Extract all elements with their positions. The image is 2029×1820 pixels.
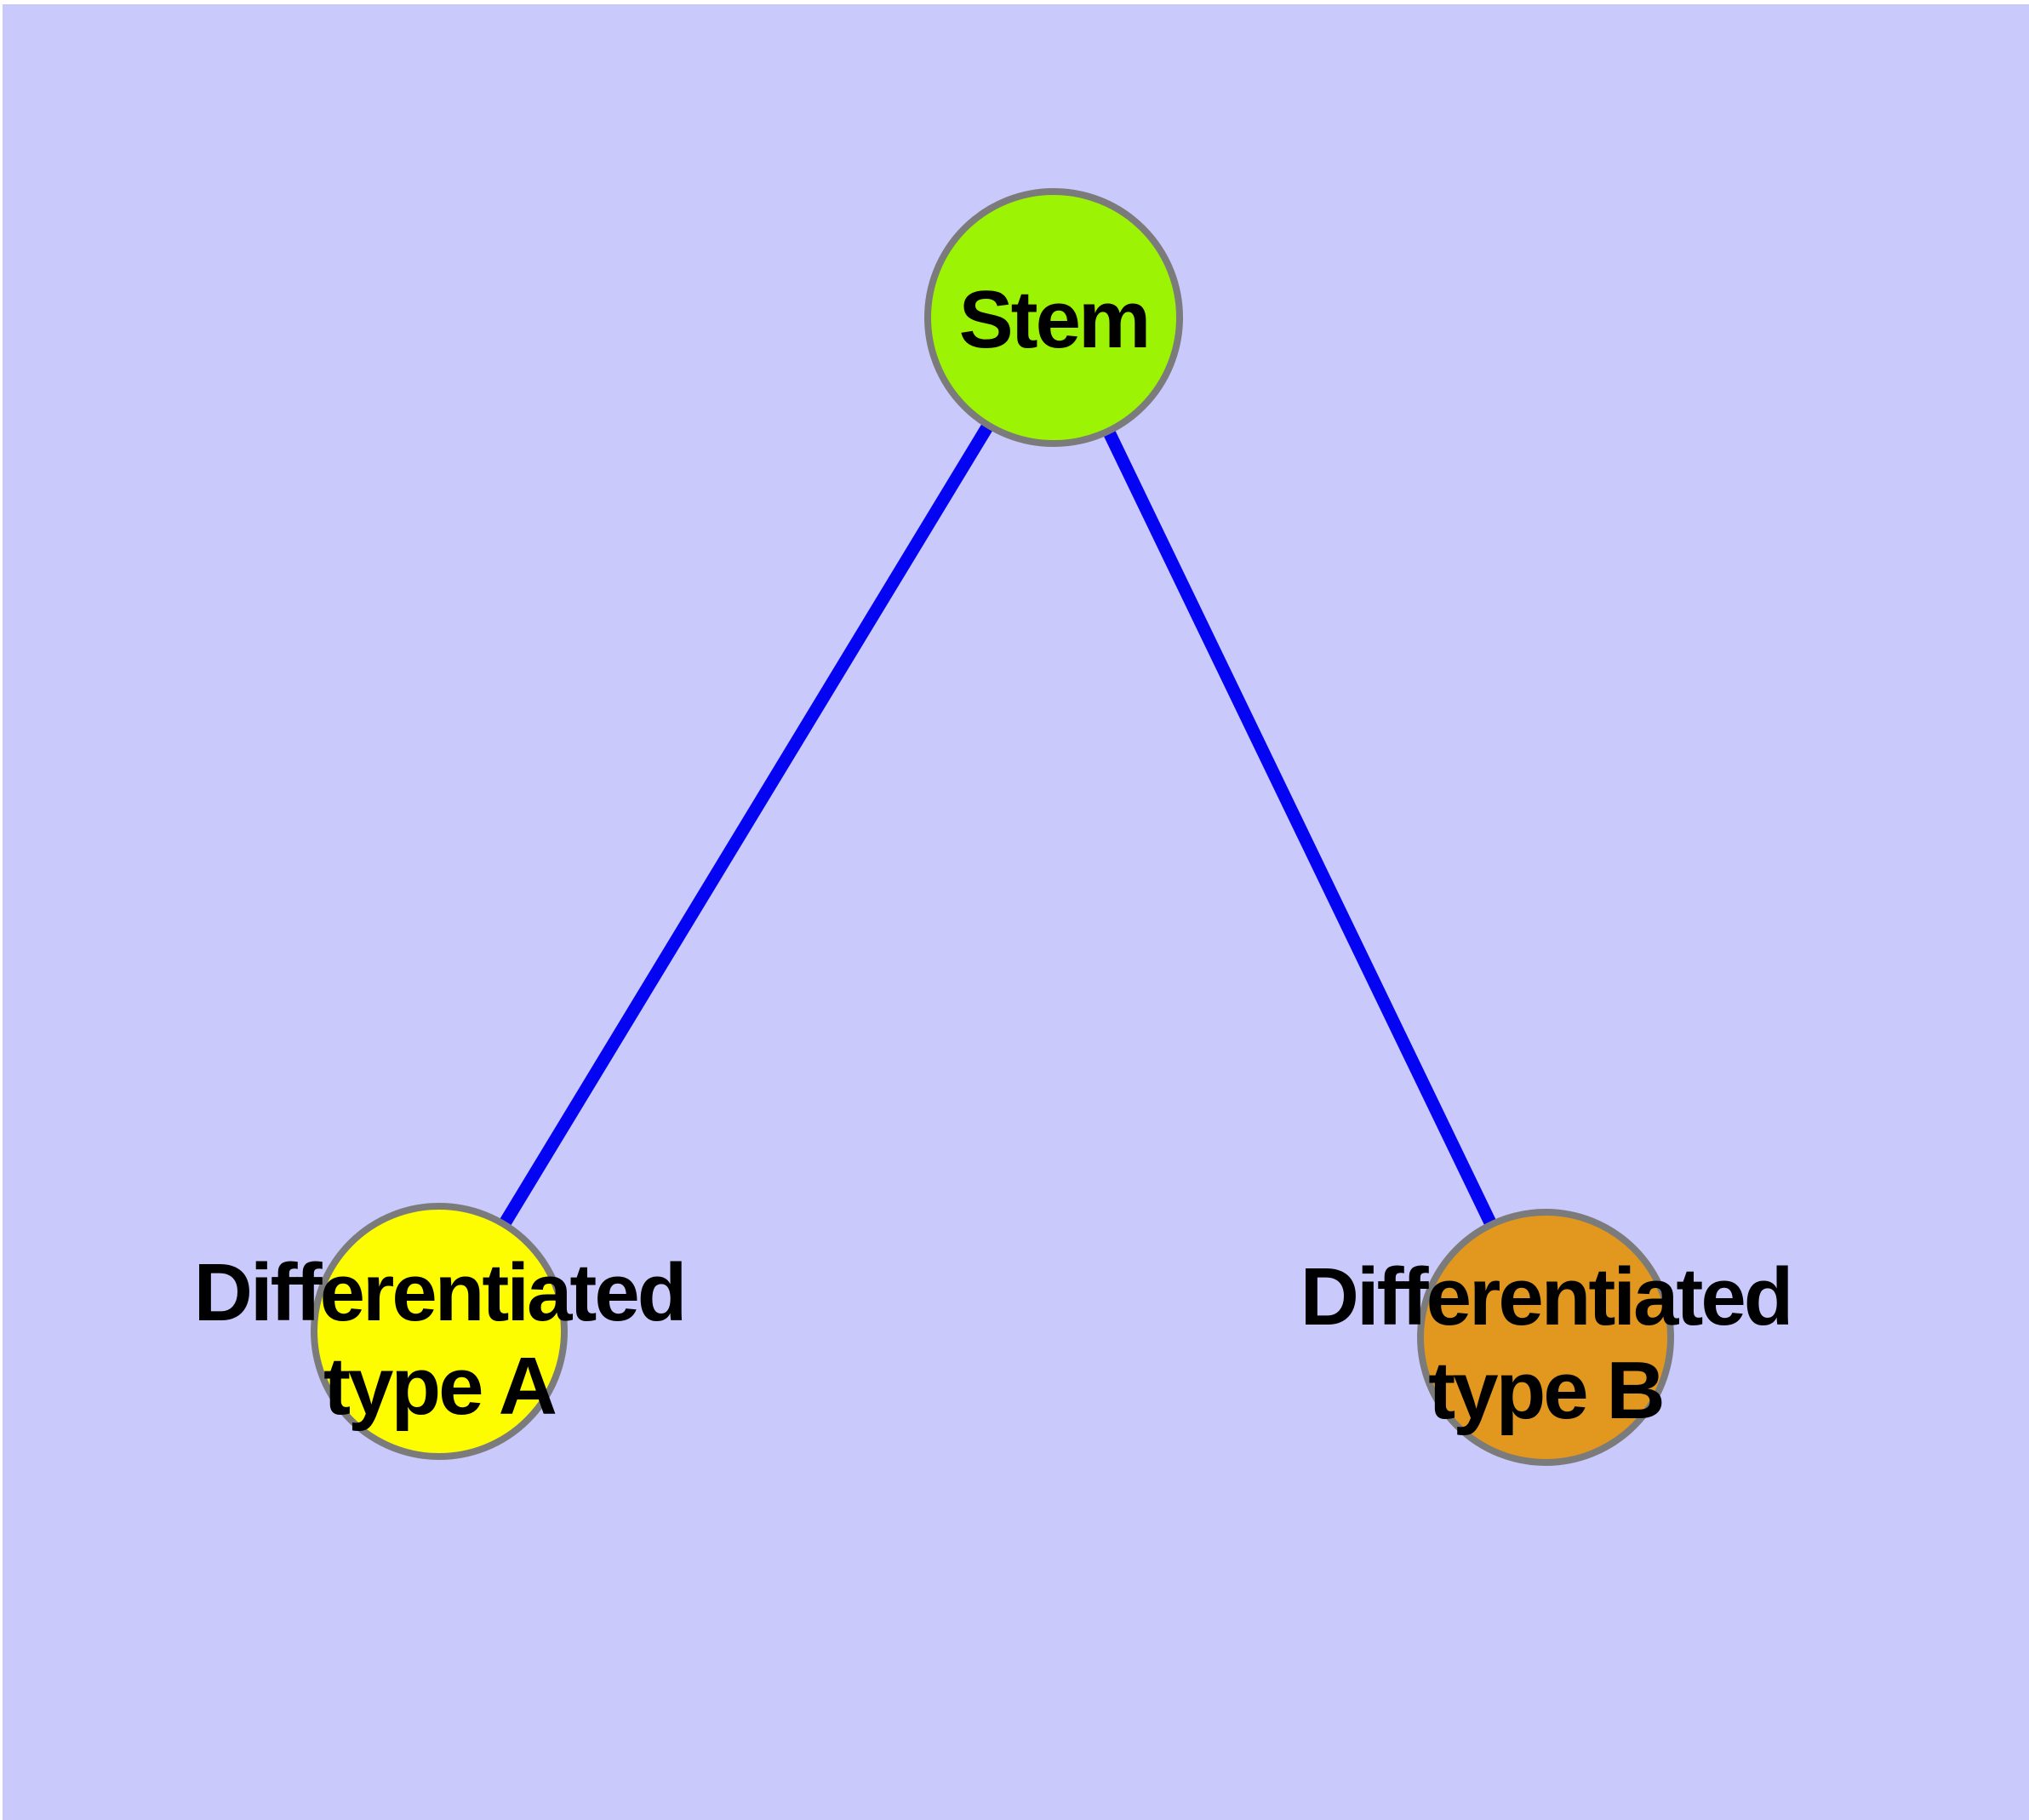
node-stem-circle (924, 188, 1183, 447)
edge-stem-to-type-a (433, 314, 1060, 1335)
node-type-a-label-line2: type A (323, 1341, 556, 1432)
node-stem-label: Stem (959, 274, 1149, 365)
edge-stem-to-type-b (1048, 314, 1552, 1341)
node-type-b-label-line1: Differentiated (1300, 1251, 1792, 1342)
node-type-b-label-line2: type B (1428, 1345, 1662, 1436)
node-type-b-circle (1417, 1209, 1674, 1466)
node-type-a-circle (311, 1203, 568, 1460)
node-type-a-label-line1: Differentiated (194, 1247, 685, 1338)
